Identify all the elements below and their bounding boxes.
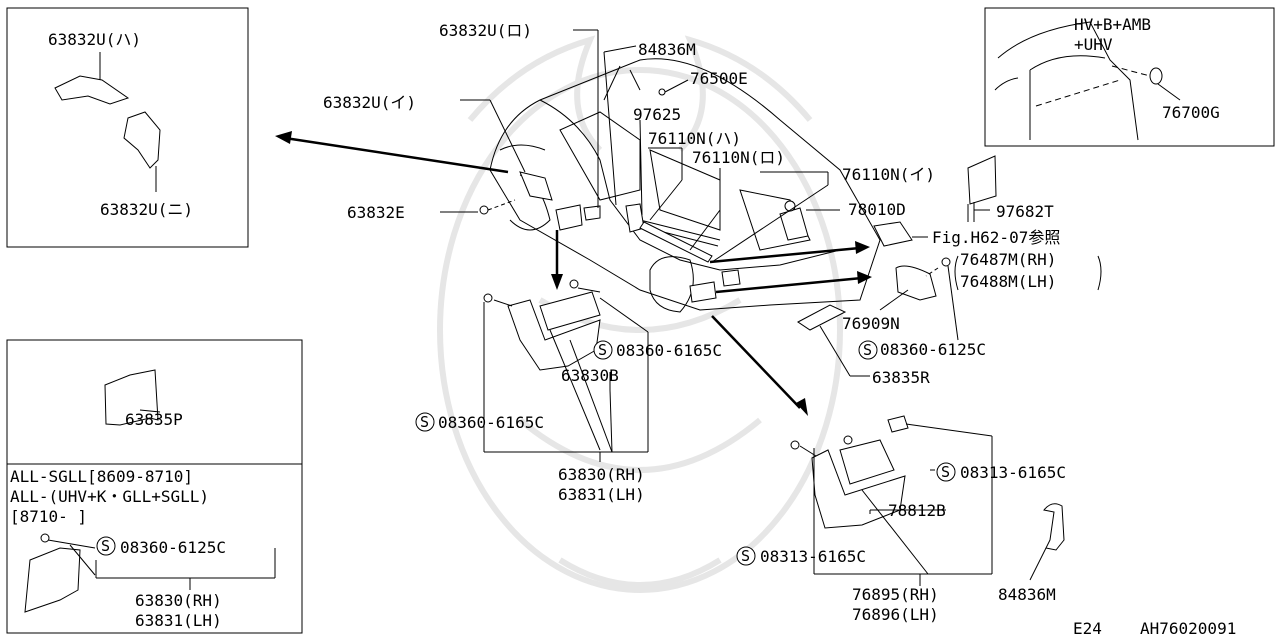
label-97625: 97625 xyxy=(633,105,681,124)
label-76488m-lh: 76488M(LH) xyxy=(960,272,1056,291)
label-76700g: 76700G xyxy=(1162,103,1220,122)
label-97682t: 97682T xyxy=(996,202,1054,221)
part-78010d-knob xyxy=(784,200,796,212)
part-63830-on-car xyxy=(555,204,583,231)
part-76909n-on-car xyxy=(721,269,741,287)
part-63835r xyxy=(797,304,847,331)
part-screw-br-b xyxy=(843,435,853,445)
screw-symbol-icon xyxy=(96,536,116,556)
part-63830-left xyxy=(24,547,81,613)
label-63830rh-mid: 63830(RH) xyxy=(558,465,645,484)
condition-line-2: ALL-(UHV+K・GLL+SGLL) xyxy=(10,487,209,506)
part-bracket-a xyxy=(583,205,601,221)
label-76500e: 76500E xyxy=(690,69,748,88)
part-76895-on-car xyxy=(689,281,717,303)
screw-symbol-icon xyxy=(936,462,956,482)
part-63830b-bracket xyxy=(539,291,601,331)
label-08360-6125c-mid: 08360-6125C xyxy=(880,340,986,359)
label-63830rh-left: 63830(RH) xyxy=(135,591,222,610)
part-76500e xyxy=(658,88,666,96)
label-84836m-bottom: 84836M xyxy=(998,585,1056,604)
footer-diagram-id: AH76020091 xyxy=(1140,619,1236,638)
label-76110n-ha: 76110N(ハ) xyxy=(648,129,741,148)
label-63831lh-mid: 63831(LH) xyxy=(558,485,645,504)
part-screw-br-c xyxy=(887,415,909,433)
screw-symbol-icon xyxy=(858,340,878,360)
part-76110n-strip xyxy=(639,221,713,263)
screw-symbol-icon xyxy=(736,546,756,566)
part-78010d xyxy=(779,207,809,241)
label-63832u-ro: 63832U(ロ) xyxy=(439,21,532,40)
label-08360-6165c-b: 08360-6165C xyxy=(438,413,544,432)
label-76896lh: 76896(LH) xyxy=(852,605,939,624)
condition-line-3: [8710- ] xyxy=(10,507,87,526)
label-76110n-ro: 76110N(ロ) xyxy=(692,148,785,167)
footer-section-code: E24 xyxy=(1073,619,1102,638)
part-screw-mid-a xyxy=(483,293,493,303)
inset-car-roof xyxy=(997,21,1139,141)
label-63832u-ha: 63832U(ハ) xyxy=(48,30,141,49)
label-76909n: 76909N xyxy=(842,314,900,333)
part-63832u-ni xyxy=(123,111,161,169)
part-63832u-i xyxy=(519,171,553,201)
label-63832u-ni: 63832U(ニ) xyxy=(100,200,193,219)
inset-car-pillar xyxy=(1029,55,1106,140)
label-76487m-rh: 76487M(RH) xyxy=(960,250,1056,269)
label-08360-6165c-a: 08360-6165C xyxy=(616,341,722,360)
inset-condition-1: HV+B+AMB xyxy=(1074,15,1151,34)
label-78010d: 78010D xyxy=(848,200,906,219)
part-63835p xyxy=(104,369,159,426)
part-screw-mid-b xyxy=(569,279,579,289)
label-76895rh: 76895(RH) xyxy=(852,585,939,604)
part-63832u-ha xyxy=(54,75,130,105)
inset-topleft-box xyxy=(6,7,249,248)
label-63832e: 63832E xyxy=(347,203,405,222)
label-08313-6165c-a: 08313-6165C xyxy=(960,463,1066,482)
part-76487m-screw xyxy=(941,257,951,267)
label-63831lh-left: 63831(LH) xyxy=(135,611,222,630)
screw-symbol-text: S xyxy=(101,537,110,555)
label-fig-ref: Fig.H62-07参照 xyxy=(932,228,1060,247)
screw-symbol-text: S xyxy=(598,341,607,359)
vehicle-body-outline xyxy=(489,58,881,313)
part-84836m-clip xyxy=(1043,503,1065,551)
label-08360-6125c-left: 08360-6125C xyxy=(120,538,226,557)
screw-symbol-icon xyxy=(593,340,613,360)
label-63830b: 63830B xyxy=(561,366,619,385)
label-63835r: 63835R xyxy=(872,368,930,387)
screw-symbol-text: S xyxy=(741,547,750,565)
screw-symbol-icon xyxy=(415,412,435,432)
label-78812b: 78812B xyxy=(888,501,946,520)
inset-bottomleft-box xyxy=(6,339,303,634)
part-fig-ref-handle xyxy=(873,221,913,247)
condition-line-1: ALL-SGLL[8609-8710] xyxy=(10,467,193,486)
part-97682t xyxy=(967,155,997,205)
screw-symbol-text: S xyxy=(420,413,429,431)
label-63835p: 63835P xyxy=(125,410,183,429)
label-76110n-i: 76110N(イ) xyxy=(842,165,935,184)
label-08313-6165c-b: 08313-6165C xyxy=(760,547,866,566)
part-screw-br-a xyxy=(790,440,800,450)
screw-symbol-text: S xyxy=(941,463,950,481)
part-78812b-bracket xyxy=(839,439,895,485)
inset-topright-box xyxy=(984,7,1275,147)
label-84836m-top: 84836M xyxy=(638,40,696,59)
part-76700g xyxy=(1149,67,1163,85)
pointer-arrows xyxy=(275,131,872,416)
inset-condition-2: +UHV xyxy=(1074,35,1113,54)
label-63832u-i: 63832U(イ) xyxy=(323,93,416,112)
screw-symbol-text: S xyxy=(863,341,872,359)
part-63832e-bolt xyxy=(479,205,489,215)
